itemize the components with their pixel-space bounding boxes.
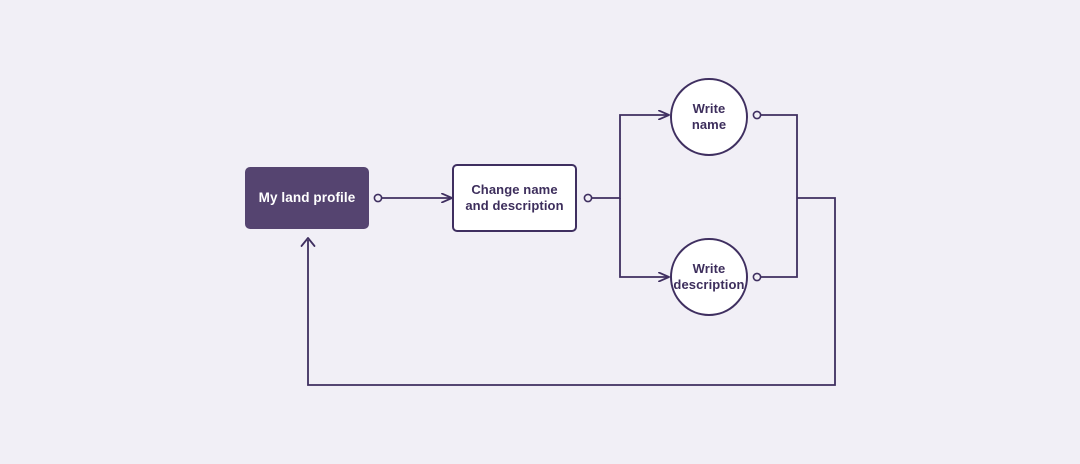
node-write-description[interactable]: Write description	[670, 238, 748, 316]
node-my-land-profile[interactable]: My land profile	[245, 167, 369, 229]
node-label: My land profile	[258, 189, 356, 205]
edge-write-description-return	[752, 198, 798, 282]
edge-write-name-return	[752, 110, 798, 198]
edge-change-to-write-name	[583, 115, 669, 203]
edge-line	[619, 198, 669, 277]
edge-line	[761, 198, 798, 278]
node-change-name-and-description[interactable]: Change name and description	[452, 164, 577, 232]
edge-return-loop-to-profile	[300, 197, 836, 386]
node-write-name[interactable]: Write name	[670, 78, 748, 156]
node-label: Change name and description	[465, 181, 564, 213]
edge-profile-to-change	[373, 193, 452, 203]
node-label: Write description	[673, 260, 745, 292]
edge-arrowhead-up	[300, 237, 316, 247]
edge-line	[592, 115, 669, 199]
edge-line	[307, 197, 836, 386]
node-label: Write name	[691, 100, 727, 132]
edge-source-port-circle	[373, 193, 383, 203]
edge-source-port-circle	[752, 110, 762, 120]
edge-source-port-circle	[752, 272, 762, 282]
edge-source-port-circle	[583, 193, 593, 203]
edge-line	[761, 114, 798, 198]
edge-change-to-write-description	[619, 198, 669, 277]
